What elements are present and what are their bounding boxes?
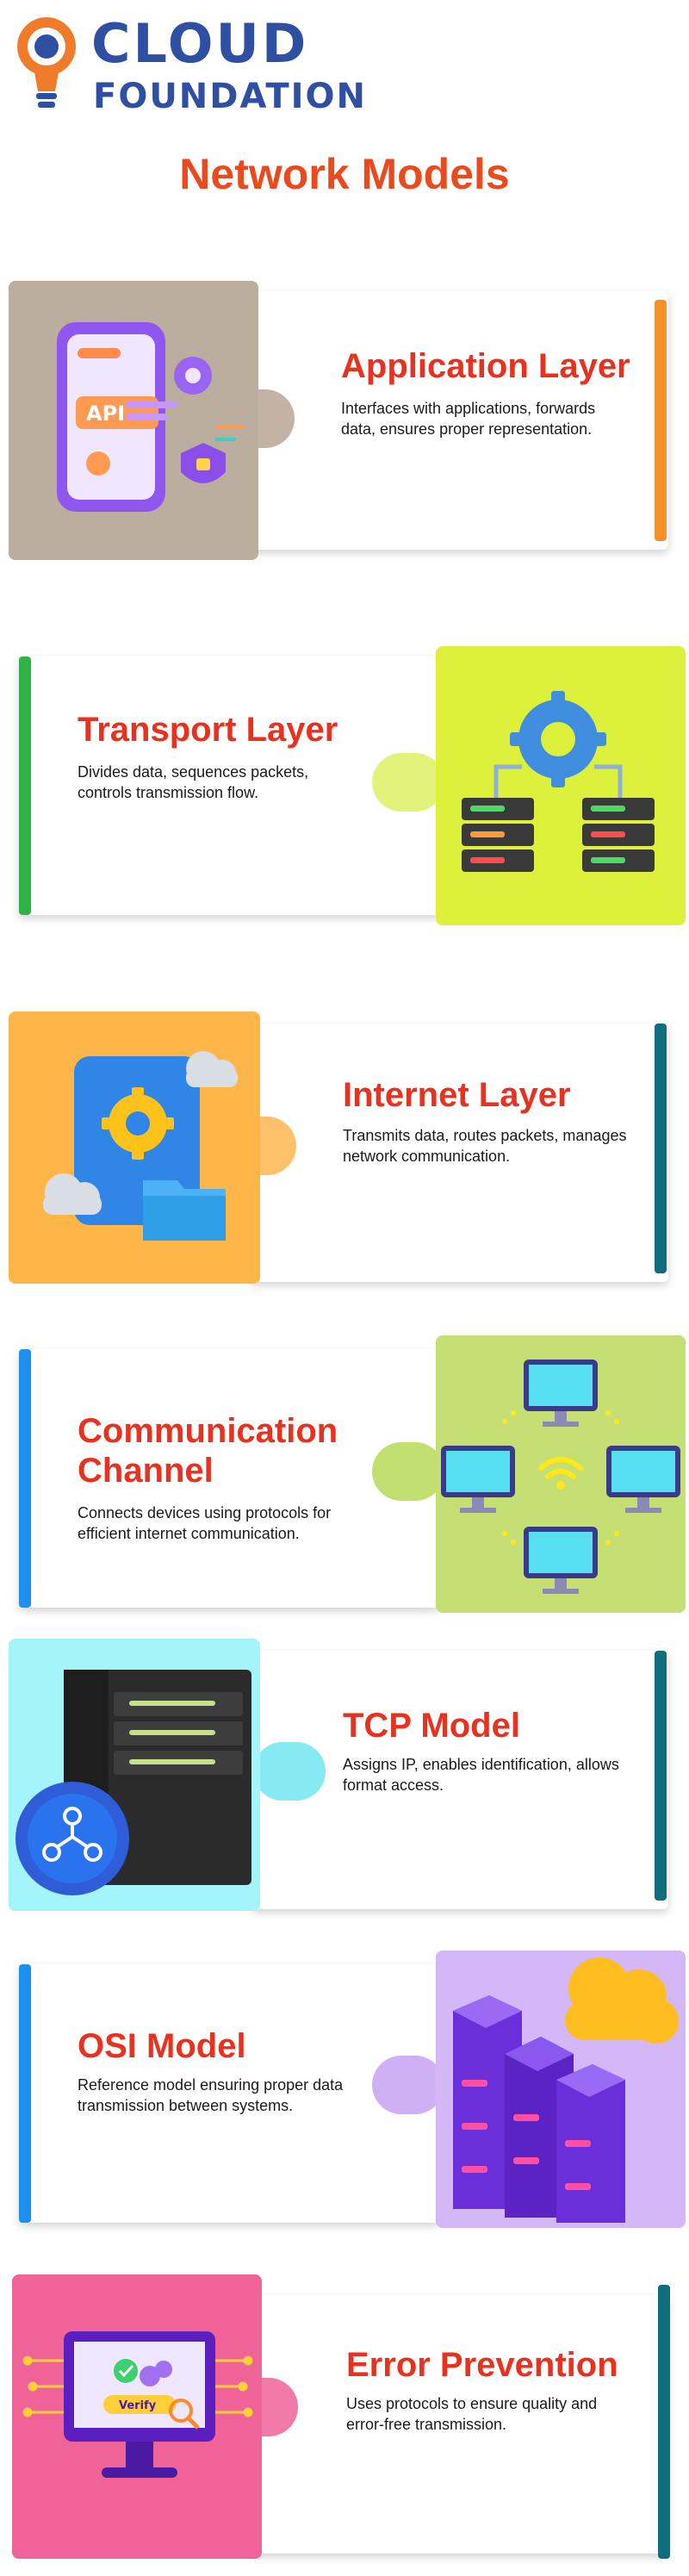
- puzzle-connector: [372, 2056, 444, 2114]
- accent-bar: [19, 1349, 31, 1608]
- section-description: Divides data, sequences packets, control…: [78, 763, 309, 801]
- section-heading: Application Layer: [341, 347, 630, 385]
- lightbulb-icon: [17, 17, 76, 108]
- puzzle-connector: [372, 753, 444, 812]
- section-heading: TCP Model: [343, 1707, 520, 1745]
- section-heading-line1: Communication: [78, 1412, 338, 1450]
- brand-line1: CLOUD: [91, 12, 309, 75]
- page-title: Network Models: [179, 150, 510, 198]
- accent-bar: [655, 1024, 667, 1273]
- accent-bar: [19, 656, 31, 915]
- cloud-server-icon: [436, 1951, 686, 2228]
- cloud-folder-gear-icon: [9, 1011, 260, 1284]
- accent-bar: [655, 1651, 667, 1901]
- section-description: Transmits data, routes packets, manages …: [343, 1127, 627, 1165]
- section-heading: Transport Layer: [78, 711, 338, 749]
- section-description: Interfaces with applications, forwards d…: [341, 400, 596, 438]
- section-description: Reference model ensuring proper data tra…: [78, 2076, 344, 2114]
- brand-line2: FOUNDATION: [93, 77, 367, 116]
- server-rack-network-icon: [9, 1639, 260, 1911]
- section-heading: Internet Layer: [343, 1076, 571, 1114]
- section-description: Connects devices using protocols for eff…: [78, 1504, 332, 1542]
- verify-monitor-icon: Verify: [12, 2274, 262, 2559]
- accent-bar: [655, 300, 667, 541]
- svg-text:API: API: [86, 401, 125, 426]
- accent-bar: [658, 2285, 670, 2559]
- card: [19, 656, 439, 915]
- puzzle-connector: [253, 1742, 326, 1801]
- logo: CLOUD FOUNDATION: [10, 12, 415, 115]
- section-description: Uses protocols to ensure quality and err…: [346, 2395, 598, 2433]
- card: [19, 1349, 439, 1608]
- verify-badge: Verify: [119, 2399, 157, 2412]
- accent-bar: [19, 1964, 31, 2223]
- puzzle-connector: [372, 1442, 444, 1501]
- card: [251, 291, 668, 550]
- server-gear-icon: [436, 646, 686, 925]
- network-monitors-icon: [436, 1335, 686, 1613]
- api-phone-icon: API: [9, 281, 258, 560]
- card: [251, 2295, 668, 2554]
- section-heading: Error Prevention: [346, 2346, 618, 2384]
- section-description: Assigns IP, enables identification, allo…: [343, 1756, 619, 1794]
- section-heading: OSI Model: [78, 2027, 246, 2065]
- card: [251, 1024, 668, 1282]
- section-heading-line2: Channel: [78, 1452, 214, 1490]
- card: [19, 1964, 439, 2223]
